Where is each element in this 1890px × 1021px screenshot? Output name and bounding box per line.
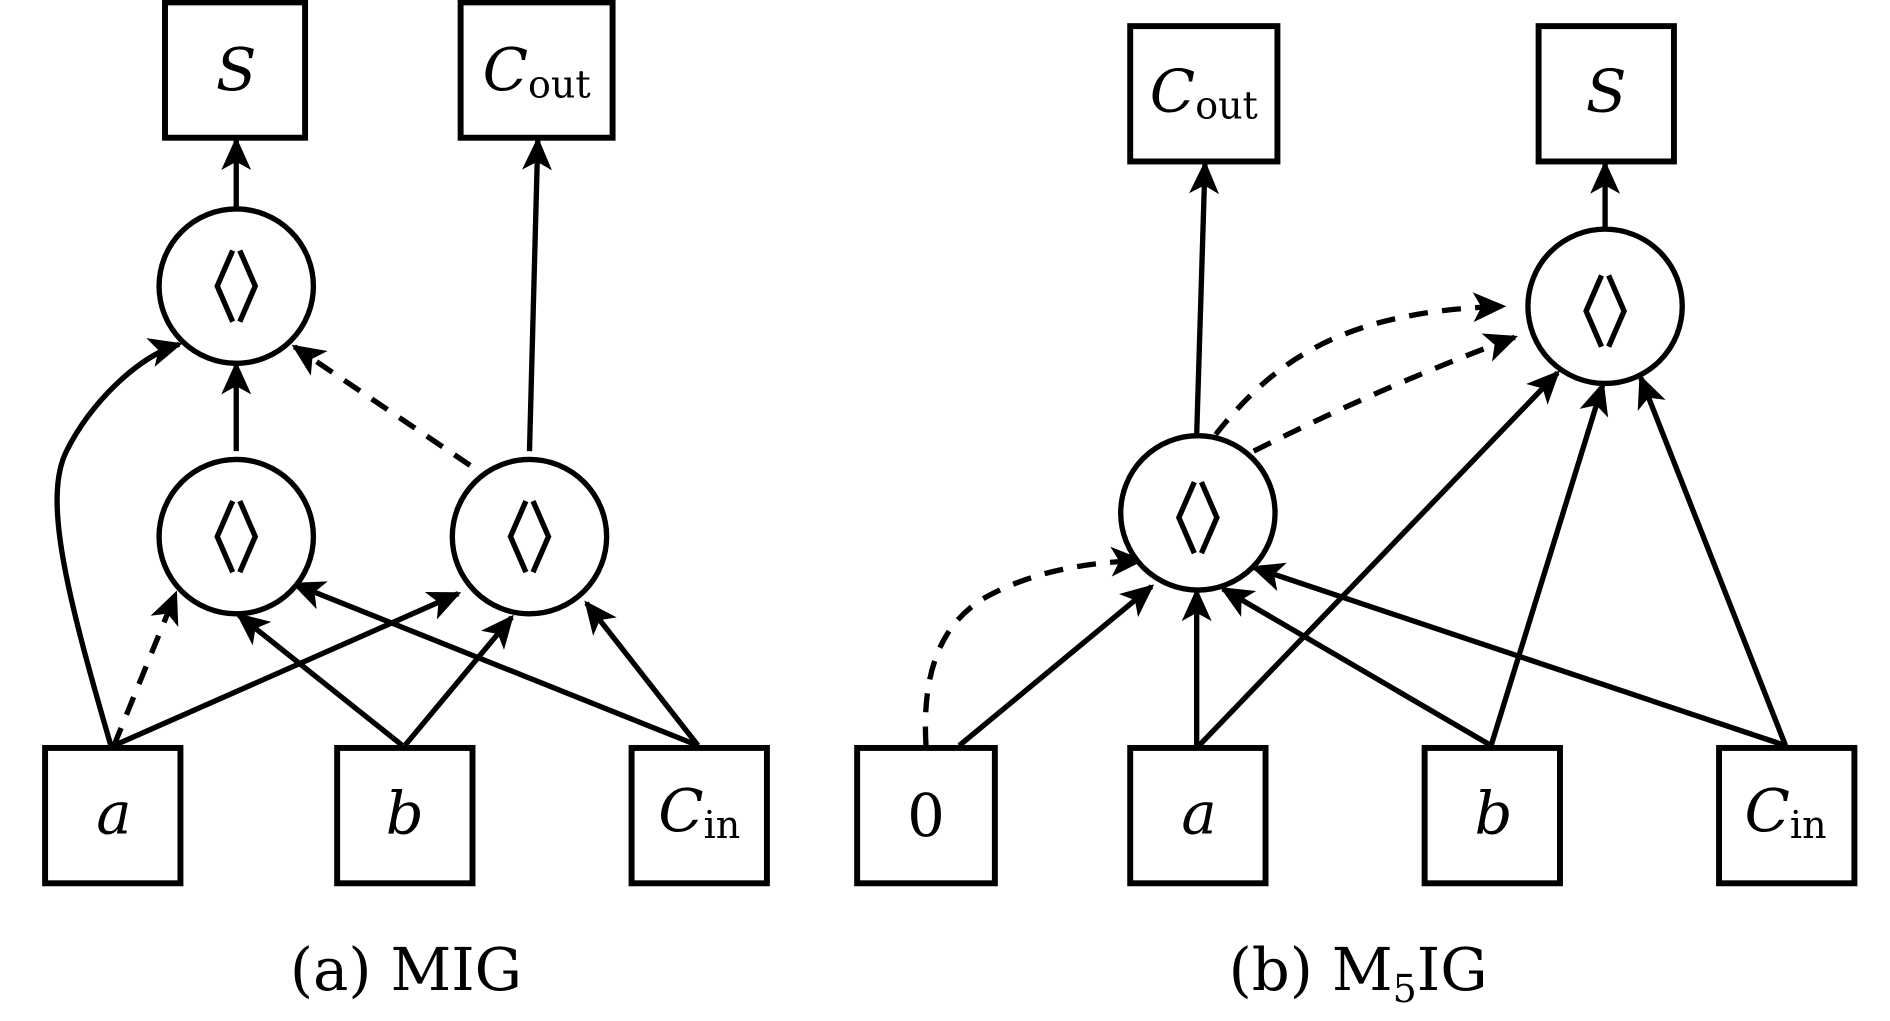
- panel-b-edges: [922, 160, 1789, 749]
- input-a-box-b: a: [1127, 744, 1269, 887]
- panel-a-edges: [54, 136, 701, 749]
- edge-gate1-to-gate2-complemented-1: [1213, 292, 1507, 437]
- svg-text:Cin: Cin: [1745, 776, 1827, 847]
- output-s-label: S: [216, 35, 257, 104]
- input-b-box: b: [334, 744, 476, 887]
- output-cout-label-b: C: [1150, 57, 1195, 126]
- gate-majority-top: [156, 206, 317, 366]
- edge-gate1-to-gate2-complemented-2: [1252, 333, 1518, 454]
- input-a-box: a: [42, 744, 184, 887]
- edge-b-to-gate1: [236, 612, 405, 748]
- edge-a-to-gate3: [54, 338, 183, 749]
- input-a-label: a: [96, 778, 131, 847]
- input-zero-box: 0: [854, 744, 998, 887]
- gate-majority5-top: [1525, 226, 1685, 387]
- edge-cin-to-gate1: [291, 581, 700, 749]
- output-s-label-b: S: [1586, 57, 1627, 126]
- input-a-label-b: a: [1181, 778, 1216, 847]
- edge-gate2-to-gate3-complemented: [291, 344, 472, 468]
- edge-b-to-gate1: [1219, 586, 1493, 748]
- output-s-box-b: S: [1535, 23, 1677, 165]
- input-b-box-b: b: [1421, 744, 1563, 887]
- gate-majority-left: [156, 456, 317, 617]
- edge-gate1-to-cout: [1189, 160, 1220, 435]
- input-b-label-b: b: [1474, 778, 1512, 847]
- input-cin-subscript-b: in: [1790, 803, 1827, 847]
- output-cout-box-b: Cout: [1127, 23, 1281, 165]
- caption-a: (a) MIG: [290, 935, 522, 1004]
- edge-zero-to-gate1: [957, 584, 1155, 748]
- input-cin-label-b: C: [1745, 776, 1790, 845]
- gate-majority-right: [449, 456, 610, 617]
- input-zero-label: 0: [907, 781, 945, 850]
- caption-b: (b) M5IG: [1229, 935, 1488, 1011]
- edge-zero-to-gate1-complemented: [922, 546, 1145, 746]
- edge-a-to-gate2: [112, 591, 462, 749]
- edge-cin-to-gate2: [1637, 374, 1789, 747]
- input-b-label: b: [386, 778, 424, 847]
- input-cin-label: C: [658, 776, 703, 845]
- output-cout-subscript-b: out: [1195, 84, 1258, 128]
- edge-gate2-to-cout: [522, 136, 552, 452]
- edge-a-to-gate2: [1197, 370, 1560, 748]
- svg-text:Cout: Cout: [1150, 57, 1258, 128]
- input-cin-box-b: Cin: [1716, 744, 1858, 887]
- gate-majority5-bottom: [1118, 433, 1278, 593]
- svg-text:Cout: Cout: [483, 35, 591, 106]
- edge-b-to-gate2: [402, 614, 514, 748]
- input-cin-box: Cin: [628, 744, 770, 887]
- output-cout-box: Cout: [457, 0, 616, 141]
- panel-a: S Cout a b: [42, 0, 770, 1004]
- output-cout-label: C: [483, 35, 528, 104]
- panel-b: Cout S 0 a b: [854, 23, 1858, 1011]
- output-cout-subscript: out: [528, 62, 591, 106]
- edge-b-to-gate2: [1488, 381, 1609, 747]
- output-s-box: S: [162, 0, 309, 141]
- input-cin-subscript: in: [704, 803, 741, 847]
- edge-a-to-gate1-complemented: [111, 590, 179, 747]
- edge-cin-to-gate2: [584, 600, 701, 748]
- svg-text:Cin: Cin: [658, 776, 740, 847]
